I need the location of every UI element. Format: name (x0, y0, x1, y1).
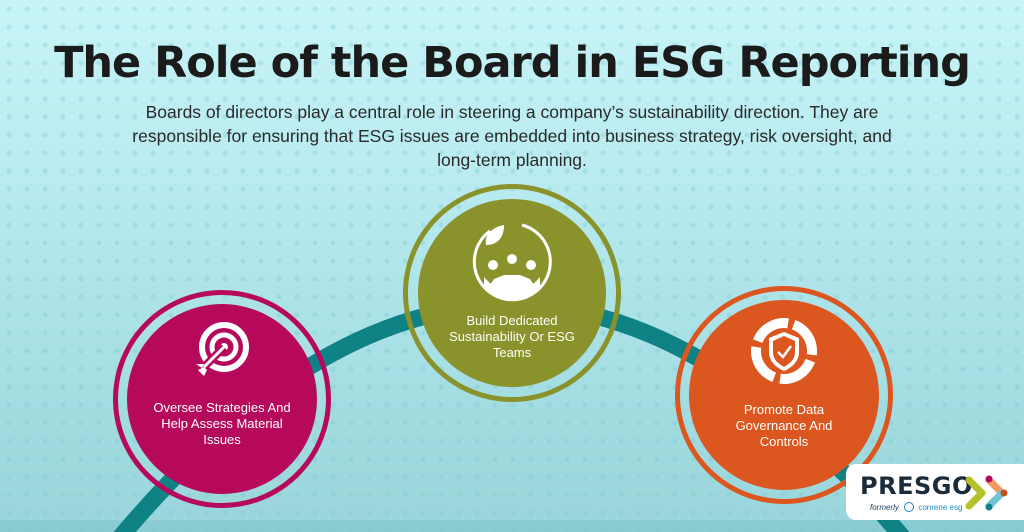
team-leaf-icon (472, 223, 552, 302)
target-arrow-icon (196, 322, 249, 376)
logo-subtitle: formerly conrene esg (870, 502, 962, 512)
page-subtitle: Boards of directors play a central role … (132, 102, 892, 170)
logo-wordmark: PRESGO (860, 472, 973, 500)
logo-former-brand: conrene esg (918, 503, 963, 512)
node-data-governance: Promote Data Governance And Controls (689, 300, 879, 490)
logo-formerly: formerly (870, 503, 899, 512)
node-3-outer-ring (675, 286, 893, 504)
shield-check-icon (751, 318, 817, 384)
node-oversee-strategies: Oversee Strategies And Help Assess Mater… (127, 304, 317, 494)
conrene-logo-icon (904, 502, 915, 512)
node-2-outer-ring (403, 184, 621, 402)
node-1-outer-ring (113, 290, 331, 508)
presgo-logo: PRESGO formerly conrene esg (846, 464, 1024, 520)
node-label: Promote Data Governance And Controls (735, 402, 833, 449)
node-build-teams: Build Dedicated Sustainability Or ESG Te… (418, 199, 606, 387)
chevrons-icon (965, 475, 1008, 511)
node-label: Build Dedicated Sustainability Or ESG Te… (449, 313, 575, 360)
page-title: The Role of the Board in ESG Reporting (54, 38, 971, 88)
node-label: Oversee Strategies And Help Assess Mater… (153, 400, 291, 447)
bottom-band (0, 520, 1024, 532)
